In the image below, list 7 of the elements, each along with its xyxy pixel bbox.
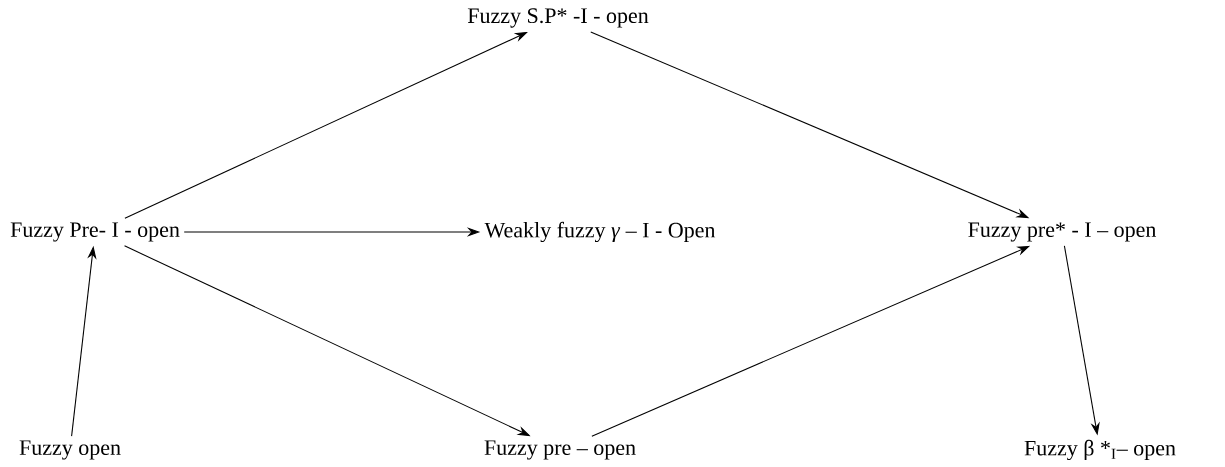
node-label: Fuzzy pre – open: [484, 440, 636, 460]
node-label: Fuzzy open: [19, 440, 121, 460]
node-label: Fuzzy Pre- I - open: [10, 222, 180, 242]
node-label: Fuzzy S.P* -I - open: [467, 8, 649, 28]
node-label: Weakly fuzzy γ – I - Open: [484, 221, 716, 243]
node-label: Fuzzy pre* - I – open: [968, 222, 1157, 242]
node-label: Fuzzy β *$_{I}$– open: [1024, 439, 1176, 461]
